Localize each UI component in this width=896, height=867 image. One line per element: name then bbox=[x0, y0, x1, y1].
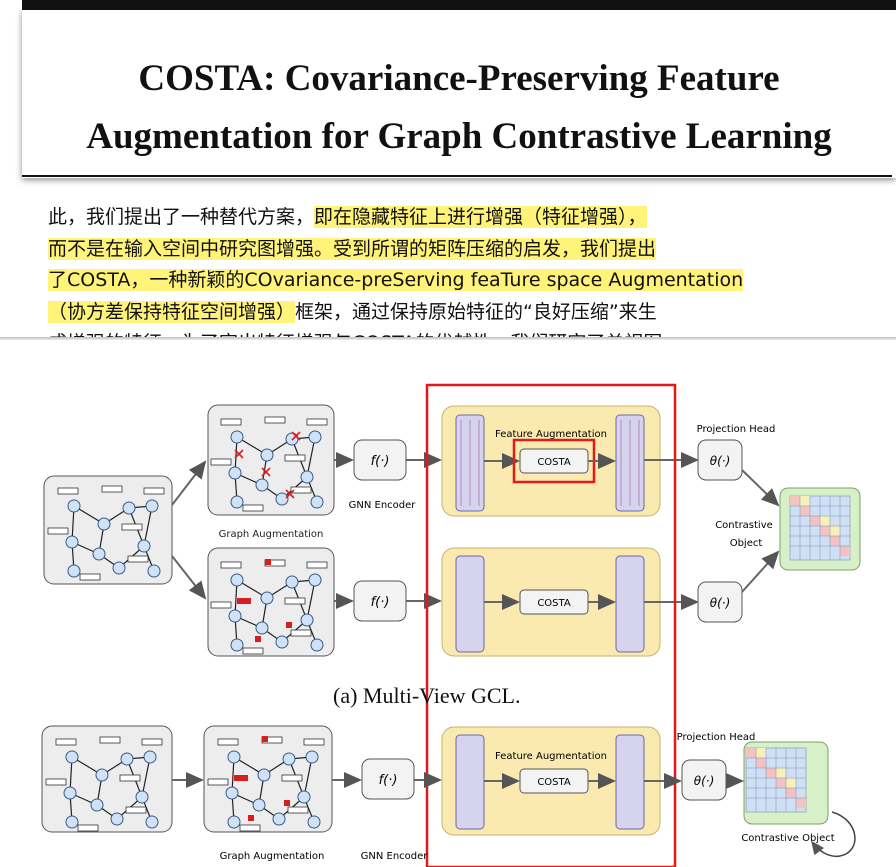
self-loop-arrow bbox=[811, 811, 856, 858]
text-line: 而不是在输入空间中研究图增强。受到所谓的矩阵压缩的启发，我们提出 bbox=[48, 234, 788, 266]
feature-mask-marks bbox=[237, 559, 292, 642]
arrow bbox=[741, 469, 780, 507]
feature-augmentation-highlight-box bbox=[425, 383, 677, 867]
encoder-fn-bottom: f(·) bbox=[371, 595, 390, 610]
feature-augmentation-label-b: Feature Augmentation bbox=[495, 751, 607, 762]
paper-title-line-2: Augmentation for Graph Contrastive Learn… bbox=[86, 116, 832, 157]
title-card: COSTA: Covariance-Preserving Feature Aug… bbox=[22, 10, 896, 178]
text-line: 了COSTA，一种新颖的COvariance-preServing feaTur… bbox=[48, 265, 788, 297]
arrow bbox=[171, 555, 207, 600]
text-plain: 框架，通过保持原始特征的“良好压缩”来生 bbox=[295, 300, 657, 323]
proj-fn-bottom: θ(·) bbox=[710, 596, 731, 610]
augmented-feature-matrix bbox=[615, 734, 645, 830]
cut-shadow bbox=[0, 337, 896, 341]
text-highlight: （协方差保持特征空间增强） bbox=[48, 300, 296, 323]
arrow bbox=[171, 460, 207, 506]
hidden-feature-matrix bbox=[455, 734, 485, 830]
costa-label-b: COSTA bbox=[537, 777, 571, 788]
projection-head-label-b: Projection Head bbox=[677, 732, 756, 743]
hidden-feature-matrix bbox=[455, 555, 485, 653]
page-top-bar bbox=[22, 0, 896, 10]
projection-head-top bbox=[697, 439, 743, 481]
projection-head-label: Projection Head bbox=[697, 424, 776, 435]
text-highlight: 而不是在输入空间中研究图增强。受到所谓的矩阵压缩的启发，我们提出 bbox=[48, 237, 657, 260]
encoder-fn-b: f(·) bbox=[379, 773, 398, 788]
feature-augmentation-label-top: Feature Augmentation bbox=[495, 429, 607, 440]
paper-title: COSTA: Covariance-Preserving Feature Aug… bbox=[22, 50, 896, 166]
graph-augmentation-label-b: Graph Augmentation bbox=[220, 851, 325, 862]
gnn-encoder-label-b: GNN Encoder bbox=[361, 851, 429, 862]
augmented-feature-matrix bbox=[615, 555, 645, 653]
text-line: 此，我们提出了一种替代方案，即在隐藏特征上进行增强（特征增强）， bbox=[48, 202, 788, 234]
title-rule bbox=[22, 175, 892, 177]
text-highlight: 了COSTA，一种新颖的COvariance-preServing feaTur… bbox=[48, 269, 744, 291]
encoder-fn-top: f(·) bbox=[371, 454, 390, 469]
feature-mask-marks bbox=[234, 736, 290, 821]
graph-augmentation-label-top: Graph Augmentation bbox=[219, 529, 324, 540]
costa-label-top: COSTA bbox=[537, 457, 571, 468]
figure-caption-a: (a) Multi-View GCL. bbox=[333, 683, 521, 708]
proj-fn-top: θ(·) bbox=[710, 454, 731, 468]
contrastive-object-label-b: Contrastive Object bbox=[741, 833, 834, 844]
text-highlight: 即在隐藏特征上进行增强（特征增强）， bbox=[314, 206, 647, 228]
cut-overlay bbox=[0, 340, 896, 380]
gnn-encoder-label: GNN Encoder bbox=[349, 500, 417, 511]
contrastive-object-label-1: Contrastive bbox=[715, 520, 773, 531]
text-line: （协方差保持特征空间增强）框架，通过保持原始特征的“良好压缩”来生 bbox=[48, 297, 788, 329]
contrastive-matrix-grid-b bbox=[745, 747, 807, 813]
paper-title-line-1: COSTA: Covariance-Preserving Feature bbox=[138, 58, 780, 99]
text-plain: 此，我们提出了一种替代方案， bbox=[48, 206, 315, 228]
proj-fn-b: θ(·) bbox=[694, 774, 715, 788]
chinese-abstract-text: 此，我们提出了一种替代方案，即在隐藏特征上进行增强（特征增强）， 而不是在输入空… bbox=[48, 202, 788, 360]
costa-label-bottom: COSTA bbox=[537, 598, 571, 609]
arrow bbox=[741, 550, 780, 593]
edge-drop-marks bbox=[234, 431, 301, 499]
projection-head-bottom bbox=[697, 581, 743, 623]
contrastive-object-label-2: Object bbox=[730, 538, 763, 549]
